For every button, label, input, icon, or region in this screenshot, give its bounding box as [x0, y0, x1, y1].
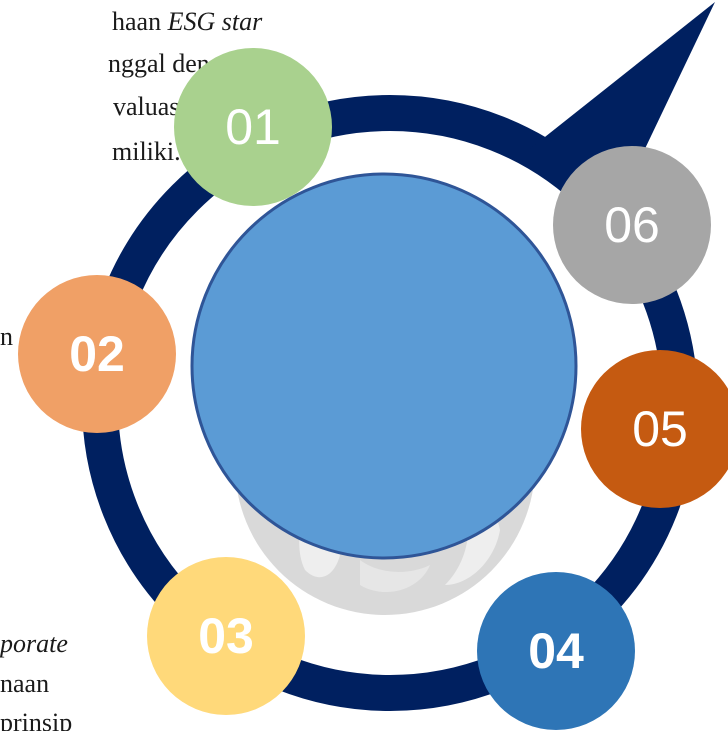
center-circle — [190, 172, 578, 560]
step-04: 04 — [477, 572, 635, 730]
step-06: 06 — [553, 146, 711, 304]
step-04-label: 04 — [528, 623, 584, 679]
step-01-label: 01 — [225, 99, 281, 155]
step-02-label: 02 — [69, 326, 125, 382]
step-03-circle — [147, 557, 305, 715]
step-06-circle — [553, 146, 711, 304]
text-top-line1: haan ESG star — [112, 7, 263, 36]
step-06-label: 06 — [604, 197, 660, 253]
cycle-arrowhead — [526, 2, 715, 222]
step-02: 02 — [18, 275, 176, 433]
step-01-circle — [174, 48, 332, 206]
step-03: 03 — [147, 557, 305, 715]
step-05-circle — [581, 350, 728, 508]
step-03-label: 03 — [198, 608, 254, 664]
step-01: 01 — [174, 48, 332, 206]
step-02-circle — [18, 275, 176, 433]
text-top-line4: miliki. — [112, 137, 181, 166]
step-05: 05 — [581, 350, 728, 508]
text-bottom-line2: naan — [0, 669, 49, 698]
text-bottom-line1: porate — [0, 629, 68, 658]
step-05-label: 05 — [632, 401, 688, 457]
text-mid-fragment: n — [0, 322, 13, 351]
text-bottom-line3: prinsip — [0, 708, 72, 731]
step-04-circle — [477, 572, 635, 730]
